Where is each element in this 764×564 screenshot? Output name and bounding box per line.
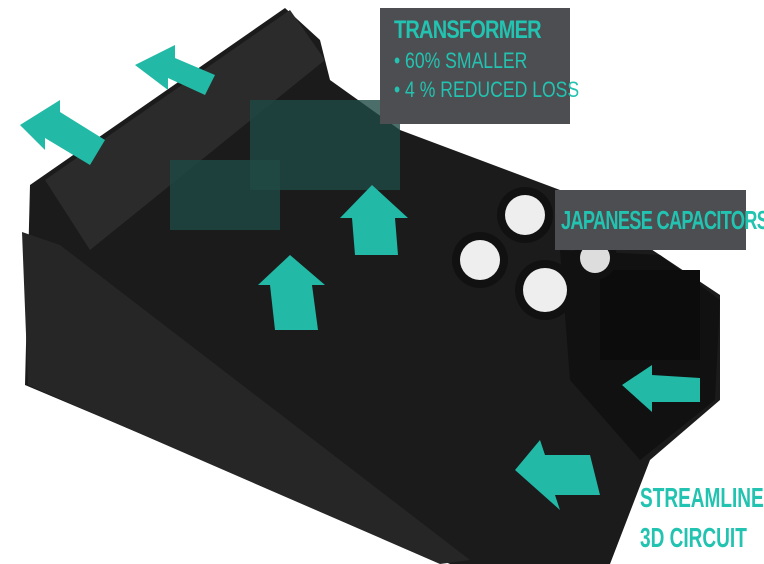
arrow-icon xyxy=(515,440,600,510)
transformer xyxy=(170,100,400,230)
circuit-line-1: STREAMLINED xyxy=(640,482,764,513)
airflow-arrows xyxy=(20,45,700,510)
arrow-icon xyxy=(20,100,105,165)
arrow-icon xyxy=(258,255,325,330)
capacitors-callout: JAPANESE CAPACITORS xyxy=(555,190,764,250)
circuit-line-2: 3D CIRCUIT xyxy=(640,522,747,553)
transformer-title: TRANSFORMER xyxy=(394,16,542,44)
transformer-callout: TRANSFORMER • 60% SMALLER • 4 % REDUCED … xyxy=(380,8,580,124)
arrow-icon xyxy=(340,185,408,255)
transformer-bullet: • 60% SMALLER xyxy=(394,48,528,73)
arrow-icon xyxy=(622,365,700,412)
circuit-caption: STREAMLINED 3D CIRCUIT xyxy=(640,478,764,558)
arrow-icon xyxy=(135,45,215,95)
transformer-bullet: • 4 % REDUCED LOSS xyxy=(394,77,580,102)
psu-board xyxy=(22,8,720,564)
capacitors-title: JAPANESE CAPACITORS xyxy=(561,204,764,235)
capacitors xyxy=(452,187,617,320)
